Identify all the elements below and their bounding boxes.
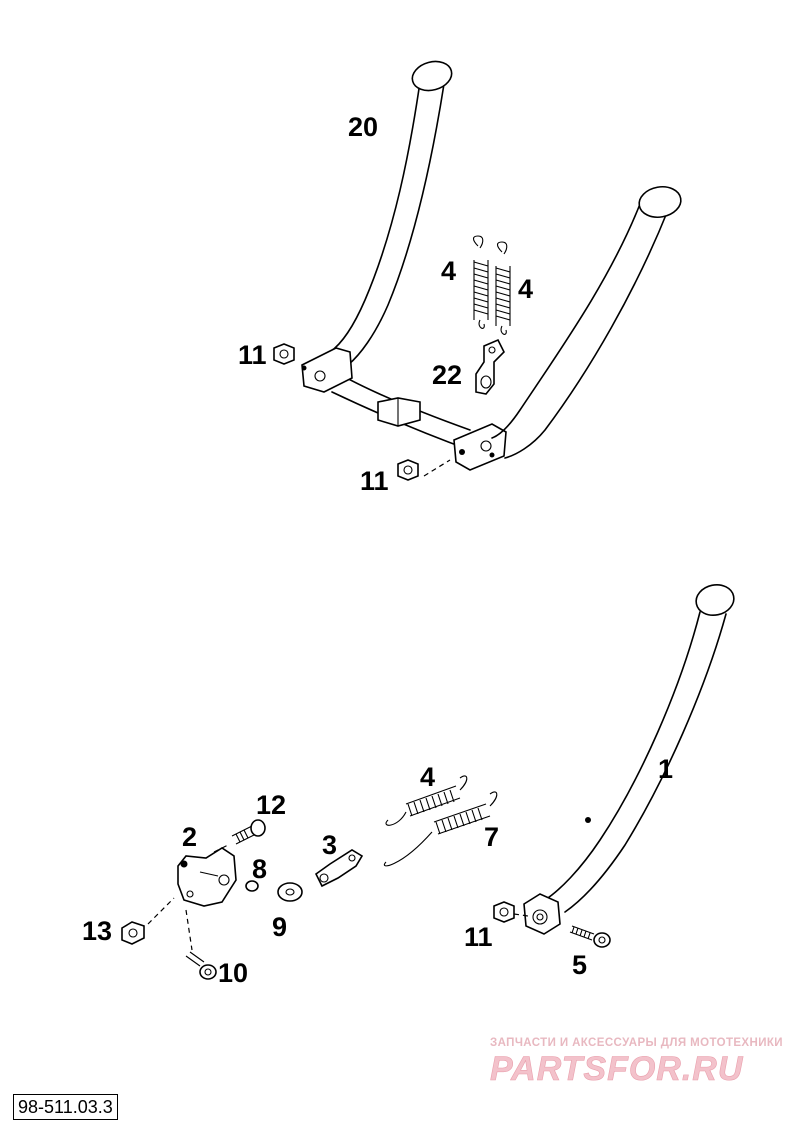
nut-part-11-lower [493,901,529,923]
callout-8: 8 [252,854,267,884]
callout-9: 9 [272,912,287,942]
spring-part-7 [383,791,498,867]
bracket-part-2 [177,847,237,907]
callout-13: 13 [82,916,112,946]
drawing-code-label: 98-511.03.3 [13,1094,118,1120]
callout-4-upper-right: 4 [518,274,533,304]
callout-11-lower: 11 [464,922,493,952]
callout-22: 22 [432,360,462,390]
callout-12: 12 [256,790,286,820]
callout-11-upper: 11 [238,340,267,370]
plate-part-3 [314,849,364,888]
watermark-brand: PARTSFOR.RU [490,1050,744,1088]
callout-10: 10 [218,958,248,988]
callout-4-upper-left: 4 [441,256,456,286]
callout-3: 3 [322,830,337,860]
washer-part-9 [277,882,303,902]
callout-2: 2 [182,822,197,852]
side-stand-part-1 [523,584,735,935]
callout-5: 5 [572,950,587,980]
nut-part-11-upper [273,343,295,365]
callout-1: 1 [658,754,673,784]
spring-part-4-lower [385,775,468,826]
nut-part-11-middle [397,459,451,481]
watermark-subtitle: ЗАПЧАСТИ И АКСЕССУАРЫ ДЛЯ МОТОТЕХНИКИ [490,1037,783,1049]
bolt-part-10 [185,909,217,980]
callout-20: 20 [348,112,378,142]
callout-7: 7 [484,822,499,852]
spring-part-4-upper-left [472,235,489,329]
bolt-part-12 [213,819,266,853]
spring-part-4-upper-right [495,241,511,335]
spacer-part-8 [245,880,259,892]
bolt-part-5 [569,925,611,948]
callout-4-lower: 4 [420,762,435,792]
callout-11-middle: 11 [360,466,389,496]
nut-part-13 [121,897,175,945]
spring-bracket-part-22 [475,338,505,395]
center-stand-part-20 [301,60,682,471]
